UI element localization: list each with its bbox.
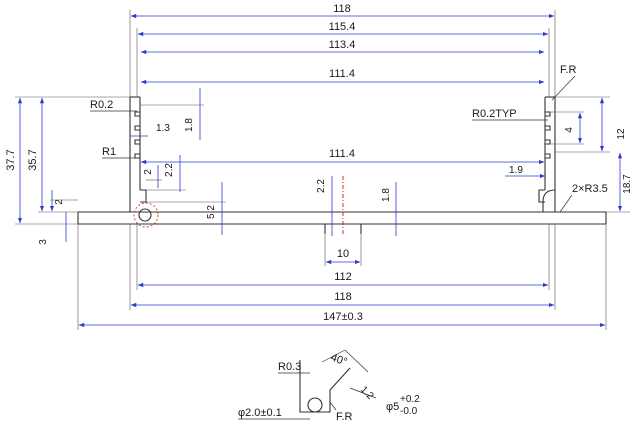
leader-notes: R0.2 R1 F.R R0.2TYP 2×R3.5 — [90, 64, 608, 213]
dim-35-7: 35.7 — [27, 149, 39, 170]
detail-tol-plus: +0.2 — [400, 394, 420, 405]
note-fr-top: F.R — [560, 64, 577, 76]
dim-3-left: 3 — [38, 239, 49, 245]
dim-12-right: 12 — [616, 128, 627, 140]
dim-111-4-inner: 111.4 — [329, 148, 355, 160]
dim-118-top: 118 — [333, 3, 351, 15]
dim-147: 147±0.3 — [323, 311, 363, 323]
detail-dia5: φ5 — [386, 401, 399, 413]
dim-113-4: 113.4 — [329, 39, 356, 51]
dim-1-8-left: 1.8 — [184, 118, 195, 132]
dim-112: 112 — [334, 271, 352, 283]
dim-115-4: 115.4 — [329, 21, 356, 33]
dim-1-3: 1.3 — [156, 123, 170, 134]
detail-1-2: 1.2 — [358, 384, 376, 402]
dim-5-2: 5.2 — [206, 205, 217, 219]
dim-37-7: 37.7 — [5, 149, 17, 170]
detail-r0-3: R0.3 — [278, 361, 301, 373]
dim-10: 10 — [337, 248, 349, 260]
dim-18-7-right: 18.7 — [622, 174, 633, 194]
detail-tol-minus: -0.0 — [400, 406, 418, 417]
vertical-dimensions: 37.7 35.7 2 3 1.8 2.2 2 5.2 2.2 1.8 — [5, 88, 633, 245]
dim-2-2-left: 2.2 — [164, 163, 175, 177]
dim-4-right: 4 — [564, 127, 575, 133]
dim-1-9: 1.9 — [509, 165, 523, 176]
note-r0-2: R0.2 — [90, 99, 113, 111]
dim-2-2-center: 2.2 — [316, 179, 327, 193]
dim-118-bottom: 118 — [334, 291, 352, 303]
horizontal-dimensions: 118 115.4 113.4 111.4 111.4 10 112 118 — [77, 3, 607, 330]
dim-2-left: 2 — [54, 199, 65, 205]
detail-angle: 40° — [329, 352, 349, 369]
detail-dia2: φ2.0±0.1 — [238, 407, 282, 419]
note-r1: R1 — [102, 146, 116, 158]
dim-111-4-top: 111.4 — [329, 68, 355, 80]
dim-1-8-center: 1.8 — [381, 188, 392, 202]
profile-outline — [77, 96, 607, 236]
note-2xr3-5: 2×R3.5 — [572, 183, 608, 195]
note-r0-2-typ: R0.2TYP — [472, 108, 517, 120]
detail-fr: F.R — [336, 411, 353, 423]
dim-2-small: 2 — [143, 169, 154, 175]
detail-view: R0.3 40° 1.2 φ2.0±0.1 F.R φ5 +0.2 -0.0 — [238, 349, 420, 423]
